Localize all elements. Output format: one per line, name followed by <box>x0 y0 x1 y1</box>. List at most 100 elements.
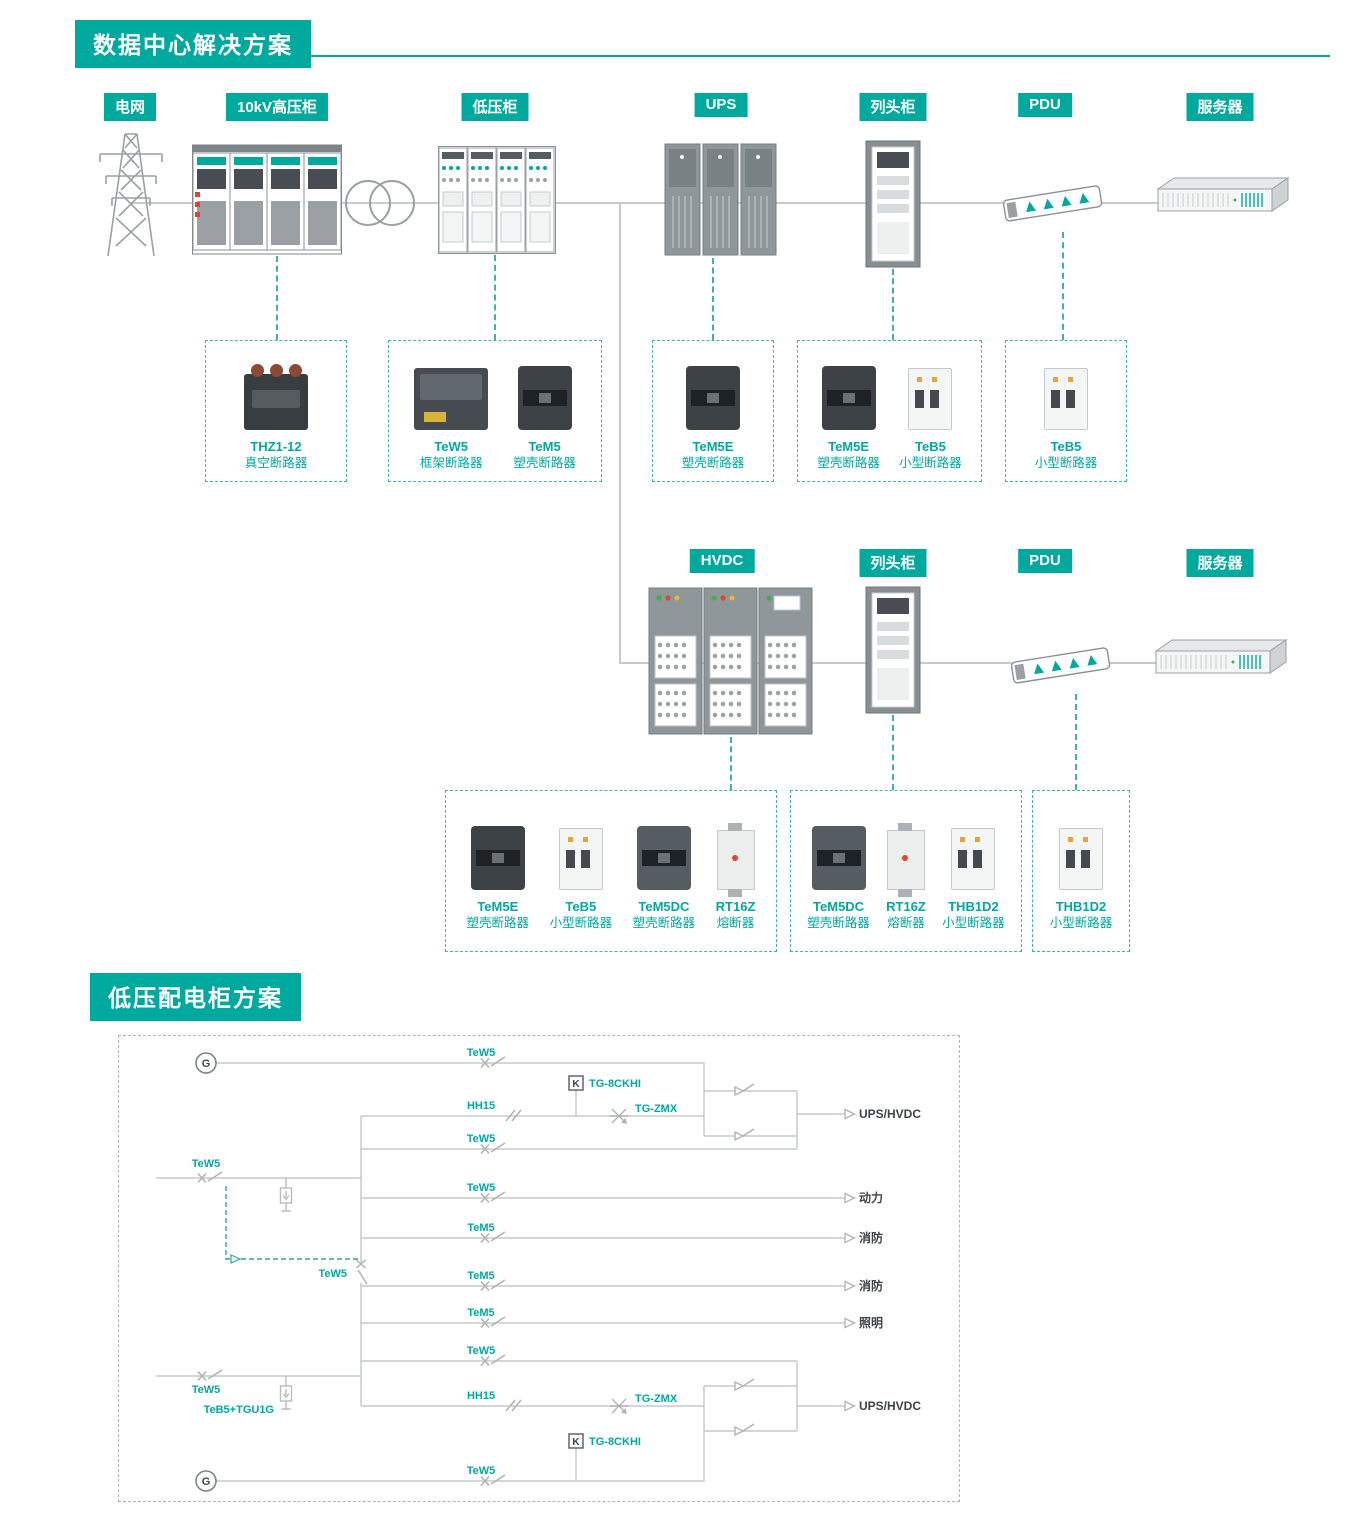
server-illustration-2 <box>1148 634 1288 699</box>
product-item: TeM5DC 塑壳断路器 <box>807 810 870 932</box>
product-image-wrap <box>886 810 925 890</box>
transformer-symbol <box>340 176 420 235</box>
product-desc: 塑壳断路器 <box>681 456 745 471</box>
molded-case-breaker-image <box>821 365 876 430</box>
product-desc: 小型断路器 <box>942 916 1005 931</box>
output-ups-hvdc-bottom: UPS/HVDC <box>859 1399 921 1413</box>
product-desc: 塑壳断路器 <box>513 456 576 471</box>
output-lighting: 照明 <box>859 1315 883 1330</box>
relay-k-letter: K <box>572 1437 580 1448</box>
single-line-diagram: G G K K TeW5 HH15 TG-8CKHI TG-ZMX TeW5 T… <box>156 1047 921 1492</box>
product-image-wrap <box>821 350 876 430</box>
product-desc: 塑壳断路器 <box>817 456 880 471</box>
product-name: TeM5DC <box>813 898 865 914</box>
row-cabinet-illustration <box>865 140 921 273</box>
product-image-wrap <box>716 810 755 890</box>
product-item: TeM5DC 塑壳断路器 <box>632 810 696 932</box>
label-tg-8ckhi-bottom: TG-8CKHI <box>589 1436 641 1448</box>
label-tg-zmx-bottom: TG-ZMX <box>635 1393 678 1405</box>
product-item: THZ1-12 真空断路器 <box>244 350 308 472</box>
connector-hvdc-to-products <box>730 737 732 790</box>
vacuum-breaker-image <box>244 363 308 430</box>
product-name: TeM5E <box>477 898 519 914</box>
pdu-illustration <box>1000 176 1105 236</box>
product-name: RT16Z <box>715 898 756 914</box>
product-image-wrap <box>517 350 572 430</box>
label-tew5-power-feeder: TeW5 <box>467 1182 496 1194</box>
relay-k-letter: K <box>572 1079 580 1090</box>
product-box-ups: TeM5E 塑壳断路器 <box>652 340 774 482</box>
section1-title: 数据中心解决方案 <box>75 20 311 68</box>
connector-hv-to-products <box>276 256 278 340</box>
product-desc: 小型断路器 <box>1049 916 1113 931</box>
molded-case-breaker-image <box>685 365 740 430</box>
surge-arrester-symbols <box>279 1108 629 1415</box>
product-box-row-cabinet: TeM5E 塑壳断路器 TeB5 小型断路器 <box>797 340 982 482</box>
label-tem5-lighting-feeder: TeM5 <box>467 1307 494 1319</box>
product-desc: 框架断路器 <box>419 456 483 471</box>
label-hh15-bottom: HH15 <box>467 1390 495 1402</box>
air-frame-breaker-image <box>414 367 489 430</box>
product-image-wrap <box>1043 350 1088 430</box>
product-name: THB1D2 <box>1055 898 1107 914</box>
product-item: TeB5 小型断路器 <box>899 350 962 472</box>
product-name: TeB5 <box>565 898 597 914</box>
label-row-cabinet-2: 列头柜 <box>859 549 927 577</box>
product-box-lv-cabinet: TeW5 框架断路器 TeM5 塑壳断路器 <box>388 340 602 482</box>
label-tg-zmx-top: TG-ZMX <box>635 1103 678 1115</box>
label-tem5-fire-feeder-1: TeM5 <box>467 1222 494 1234</box>
molded-case-breaker-image <box>470 825 525 890</box>
label-ups: UPS <box>694 93 748 117</box>
label-tew5-tie-breaker: TeW5 <box>318 1268 347 1280</box>
sld-wiring <box>156 1062 845 1482</box>
label-tew5-incomer-2: TeW5 <box>192 1384 221 1396</box>
product-item: TeM5E 塑壳断路器 <box>817 350 880 472</box>
product-item: TeB5 小型断路器 <box>1035 350 1097 472</box>
product-name: TeW5 <box>434 438 469 454</box>
product-desc: 真空断路器 <box>244 456 308 471</box>
row-cabinet-illustration-2 <box>865 586 921 719</box>
connector-pdu2-to-products <box>1075 694 1077 790</box>
fuse-image <box>886 822 925 890</box>
output-power: 动力 <box>859 1190 883 1205</box>
ups-cabinet-illustration <box>664 142 779 262</box>
connector-pdu-to-products <box>1062 232 1064 340</box>
miniature-breaker-image <box>951 827 996 890</box>
product-item: THB1D2 小型断路器 <box>1049 810 1113 932</box>
output-fire-1: 消防 <box>859 1230 883 1245</box>
product-image-wrap <box>811 810 866 890</box>
molded-case-breaker-image <box>517 365 572 430</box>
label-lv-cabinet: 低压柜 <box>461 93 529 121</box>
product-desc: 塑壳断路器 <box>632 916 696 931</box>
product-desc: 塑壳断路器 <box>466 916 530 931</box>
product-item: RT16Z 熔断器 <box>886 810 926 932</box>
product-image-wrap <box>558 810 603 890</box>
product-name: TeM5E <box>828 438 870 454</box>
breaker-symbols <box>197 1056 506 1487</box>
product-box-pdu-2: THB1D2 小型断路器 <box>1032 790 1130 952</box>
product-desc: 熔断器 <box>887 916 925 931</box>
label-row-cabinet: 列头柜 <box>859 93 927 121</box>
label-power-grid: 电网 <box>103 93 157 121</box>
relay-k-box-bottom <box>568 1433 584 1449</box>
label-tg-8ckhi-top: TG-8CKHI <box>589 1078 641 1090</box>
pdu-illustration-2 <box>1008 638 1113 698</box>
connector-rowcab2-to-products <box>892 715 894 790</box>
label-pdu: PDU <box>1018 93 1072 117</box>
server-illustration <box>1150 172 1290 237</box>
hvdc-cabinet-illustration <box>648 586 813 741</box>
product-desc: 小型断路器 <box>549 916 613 931</box>
label-pdu-2: PDU <box>1018 549 1072 573</box>
product-image-wrap <box>951 810 996 890</box>
product-desc: 塑壳断路器 <box>807 916 870 931</box>
label-tew5-bypass-bottom: TeW5 <box>467 1345 496 1357</box>
lv-cabinet-illustration <box>437 146 556 259</box>
miniature-breaker-image <box>908 367 953 430</box>
miniature-breaker-image <box>1058 827 1103 890</box>
connector-rowcab-to-products <box>892 269 894 340</box>
label-tem5-fire-feeder-2: TeM5 <box>467 1270 494 1282</box>
label-server-2: 服务器 <box>1186 549 1254 577</box>
product-image-wrap <box>636 810 691 890</box>
product-name: TeM5E <box>692 438 734 454</box>
